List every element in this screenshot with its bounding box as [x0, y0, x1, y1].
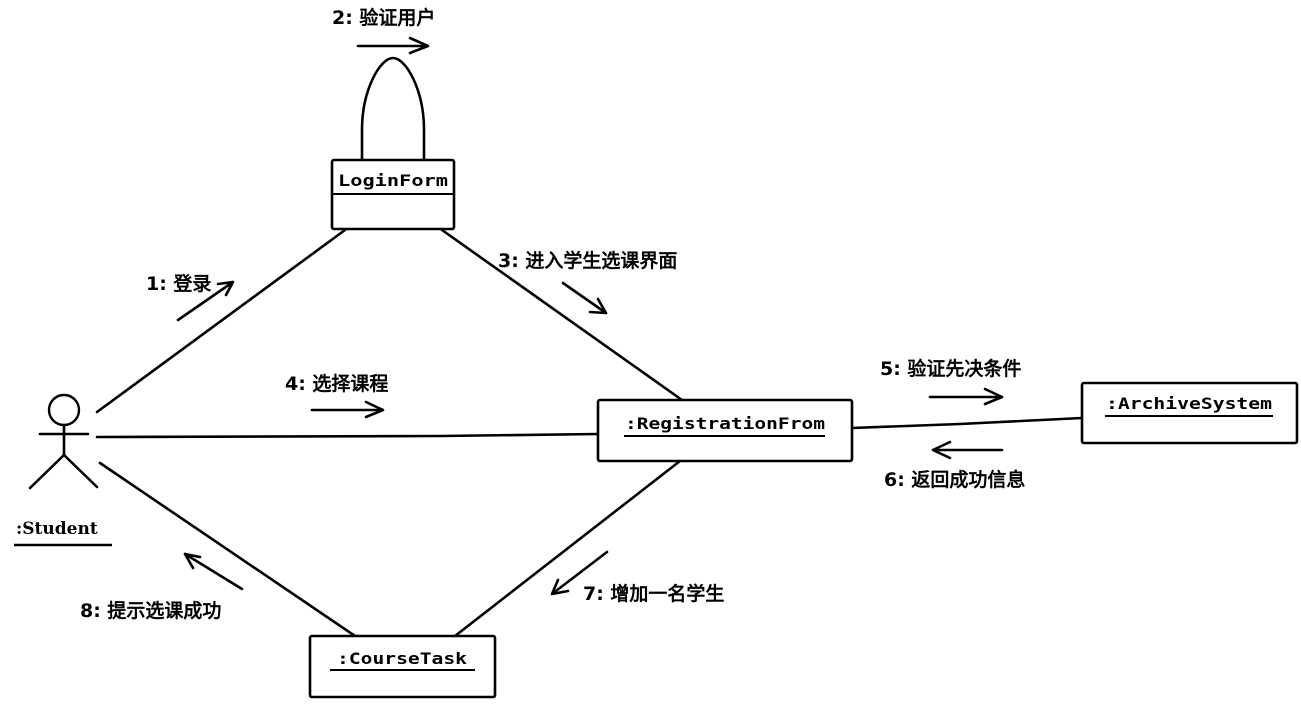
link-registration-coursetask	[453, 459, 682, 638]
object-coursetask[interactable]: :CourseTask	[308, 634, 497, 699]
arrow-right-icon	[310, 400, 385, 419]
message-6-label: 6: 返回成功信息	[884, 468, 1025, 491]
message-1-label: 1: 登录	[146, 272, 211, 295]
message-8: 8: 提示选课成功	[80, 552, 244, 622]
message-2: 2: 验证用户	[332, 6, 435, 55]
link-student-loginform	[95, 228, 347, 414]
message-8-label: 8: 提示选课成功	[80, 599, 221, 622]
arrow-down-right-icon	[561, 281, 608, 315]
registration-box	[596, 398, 854, 463]
message-6: 6: 返回成功信息	[884, 440, 1025, 491]
actor-right-leg	[62, 453, 99, 489]
message-7-label: 7: 增加一名学生	[583, 582, 724, 605]
arrow-up-left-icon	[183, 552, 244, 591]
arrow-down-left-icon	[550, 550, 609, 596]
message-1: 1: 登录	[146, 272, 235, 322]
link-loginform-registration	[440, 228, 684, 402]
arrow-right-icon	[928, 387, 1004, 406]
message-4-label: 4: 选择课程	[285, 373, 388, 395]
actor-student[interactable]: :Student	[14, 393, 112, 547]
arrow-left-icon	[931, 440, 1004, 460]
object-registration[interactable]: :RegistrationFrom	[596, 398, 854, 463]
arrow-up-right-icon	[176, 280, 235, 322]
message-5-label: 5: 验证先决条件	[880, 357, 1021, 380]
message-3: 3: 进入学生选课界面	[498, 249, 677, 315]
link-student-coursetask	[98, 461, 357, 638]
message-4: 4: 选择课程	[285, 373, 388, 419]
loginform-label: LoginForm	[338, 171, 448, 190]
object-archive[interactable]: :ArchiveSystem	[1080, 381, 1299, 445]
link-student-registration	[95, 432, 600, 439]
archive-label: :ArchiveSystem	[1106, 394, 1272, 413]
link-registration-archive	[850, 416, 1084, 430]
self-loop-loginform	[360, 56, 426, 162]
actor-head-icon	[47, 393, 81, 427]
message-5: 5: 验证先决条件	[880, 357, 1021, 406]
association-links	[95, 56, 1084, 638]
coursetask-box	[308, 634, 497, 699]
message-3-label: 3: 进入学生选课界面	[498, 249, 677, 272]
message-2-label: 2: 验证用户	[332, 6, 435, 29]
actor-label: :Student	[16, 519, 98, 539]
message-7: 7: 增加一名学生	[550, 550, 724, 605]
object-loginform[interactable]: LoginForm	[330, 158, 456, 231]
registration-label: :RegistrationFrom	[625, 414, 825, 433]
coursetask-label: :CourseTask	[337, 649, 467, 668]
archive-box	[1080, 381, 1299, 445]
actor-left-leg	[28, 453, 66, 490]
arrow-right-icon	[356, 36, 430, 55]
